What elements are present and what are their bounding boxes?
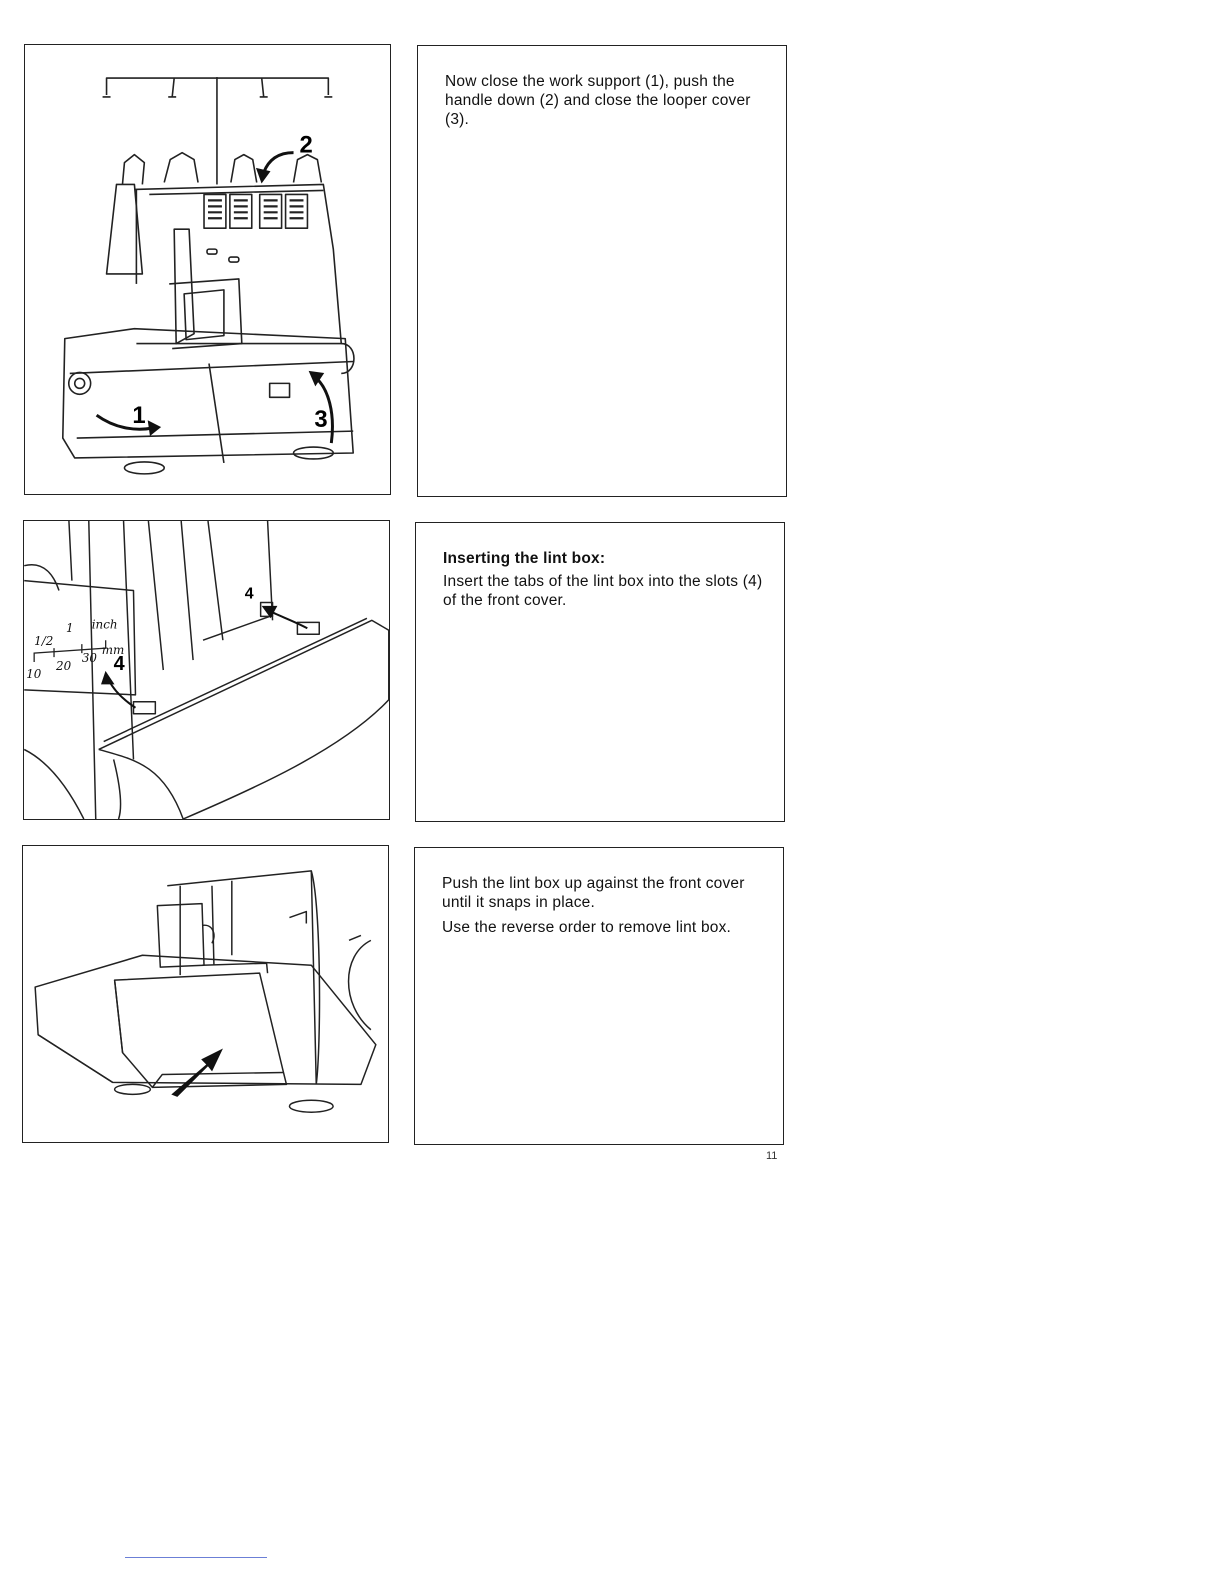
figure-insert-lint-box-tabs: 1/2 1 inch 10 20 30 mm 4 4: [23, 520, 390, 820]
callout-4-right: 4: [245, 585, 254, 602]
scale-one-label: 1: [66, 621, 74, 635]
section-heading: Inserting the lint box:: [443, 550, 606, 567]
instruction-panel-push-lint-box: Push the lint box up against the front c…: [414, 847, 784, 1145]
instruction-text-2: Use the reverse order to remove lint box…: [442, 919, 732, 936]
scale-ten-label: 10: [26, 667, 42, 681]
figure-close-work-support: 1 2 3: [24, 44, 391, 495]
instruction-panel-close-support: Now close the work support (1), push the…: [417, 45, 787, 497]
serger-machine-illustration: 1 2 3: [61, 77, 355, 475]
scale-thirty-label: 30: [82, 651, 98, 665]
instruction-panel-insert-lint-box: Inserting the lint box: Insert the tabs …: [415, 522, 785, 822]
figure-push-lint-box: [22, 845, 389, 1143]
scale-twenty-label: 20: [55, 659, 72, 673]
instruction-text: Now close the work support (1), push the…: [445, 73, 751, 128]
callout-3: 3: [314, 406, 327, 433]
callout-4-left: 4: [114, 653, 125, 675]
lint-box-slots-illustration: 1/2 1 inch 10 20 30 mm 4 4: [24, 521, 389, 819]
instruction-text-1: Push the lint box up against the front c…: [442, 875, 745, 911]
scale-half-label: 1/2: [34, 634, 53, 648]
scale-inch-label: inch: [92, 617, 118, 631]
scale-mm-label: mm: [102, 643, 125, 657]
footer-rule: [125, 1557, 267, 1558]
lint-box-push-illustration: [34, 870, 377, 1113]
instruction-text: Insert the tabs of the lint box into the…: [443, 573, 763, 609]
callout-1: 1: [132, 402, 145, 429]
callout-2: 2: [299, 132, 312, 159]
page-number: 11: [766, 1150, 778, 1162]
